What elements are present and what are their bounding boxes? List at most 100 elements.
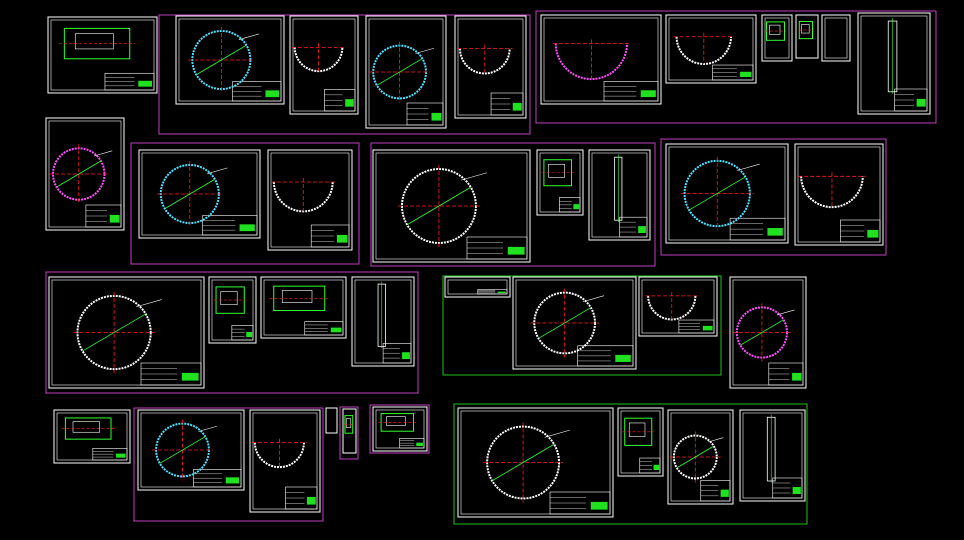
title-block-stamp bbox=[615, 354, 631, 362]
title-block-stamp bbox=[792, 372, 802, 381]
group-frame bbox=[535, 10, 937, 124]
drawing-sheet bbox=[795, 14, 819, 59]
part-detail bbox=[628, 422, 646, 437]
sheet-inner-border bbox=[56, 412, 128, 461]
drawing-sheet bbox=[48, 276, 205, 389]
sheet-inner-border bbox=[543, 17, 659, 102]
group-frame bbox=[453, 403, 808, 525]
group-frame bbox=[45, 271, 419, 394]
sheet-inner-border bbox=[764, 17, 790, 59]
drawing-sheet bbox=[289, 15, 359, 115]
drawing-sheet bbox=[365, 15, 447, 129]
group-frame bbox=[370, 142, 656, 267]
drawing-sheet bbox=[137, 409, 245, 491]
sheet-inner-border bbox=[668, 146, 786, 241]
leader-line bbox=[544, 429, 570, 438]
leader-line bbox=[207, 167, 228, 174]
drawing-sheet bbox=[249, 409, 321, 513]
group-frame bbox=[442, 275, 722, 376]
title-block-stamp bbox=[246, 332, 253, 338]
sheet-inner-border bbox=[824, 17, 848, 59]
sheet-inner-border bbox=[620, 410, 661, 474]
diameter-line bbox=[676, 445, 714, 469]
diameter-line bbox=[689, 176, 746, 211]
drawing-sheet bbox=[53, 409, 131, 464]
title-block-stamp bbox=[740, 71, 752, 78]
title-block-stamp bbox=[402, 352, 410, 360]
title-block-stamp bbox=[767, 228, 783, 236]
title-block-stamp bbox=[640, 90, 656, 98]
half-ring-arc bbox=[458, 48, 511, 75]
diameter-line bbox=[82, 313, 146, 352]
leader-line bbox=[582, 295, 605, 303]
sheet-inner-border bbox=[797, 146, 881, 243]
diameter-line bbox=[376, 58, 423, 86]
sheet-inner-border bbox=[141, 152, 258, 236]
title-block-stamp bbox=[431, 112, 442, 121]
group-frame bbox=[660, 138, 887, 256]
title-block-stamp bbox=[590, 501, 608, 510]
sheet-inner-border bbox=[515, 279, 634, 367]
drawing-sheet bbox=[325, 407, 338, 434]
sheet-inner-border bbox=[732, 279, 804, 386]
title-block-stamp bbox=[916, 98, 926, 107]
leader-line bbox=[415, 47, 435, 54]
part-outline bbox=[64, 417, 112, 440]
part-detail bbox=[386, 416, 406, 426]
drawing-sheet bbox=[372, 149, 531, 263]
drawing-sheet bbox=[536, 149, 584, 216]
drawing-sheet bbox=[351, 276, 415, 367]
title-block-stamp bbox=[416, 442, 424, 447]
drawing-sheet bbox=[47, 16, 158, 94]
leader-line bbox=[776, 309, 795, 316]
group-frame bbox=[133, 407, 324, 522]
drawing-sheet bbox=[444, 276, 511, 298]
drawing-sheet bbox=[617, 407, 664, 477]
sheet-inner-border bbox=[668, 17, 754, 81]
group-frame bbox=[339, 406, 359, 460]
drawing-sheet bbox=[267, 149, 353, 251]
part-detail bbox=[548, 164, 565, 178]
leader-line bbox=[238, 33, 260, 40]
drawing-sheet bbox=[761, 14, 793, 62]
group-frame bbox=[158, 14, 531, 135]
leader-line bbox=[135, 299, 162, 308]
drawing-sheet bbox=[638, 276, 718, 337]
title-block-stamp bbox=[109, 214, 120, 223]
sheet-inner-border bbox=[48, 120, 122, 228]
title-block-stamp bbox=[653, 464, 660, 471]
leader-line bbox=[94, 150, 113, 157]
drawing-sheet bbox=[208, 276, 257, 344]
sheet-inner-border bbox=[539, 152, 581, 213]
title-block-stamp bbox=[507, 246, 525, 255]
drawing-sheet bbox=[857, 12, 931, 115]
title-block-stamp bbox=[638, 226, 646, 234]
diameter-line bbox=[159, 436, 206, 464]
drawing-sheet bbox=[821, 14, 851, 62]
leader-line bbox=[461, 172, 488, 181]
sheet-inner-border bbox=[211, 279, 254, 341]
drawing-sheet bbox=[739, 409, 806, 502]
part-detail bbox=[769, 24, 781, 35]
diameter-line bbox=[492, 444, 554, 481]
title-block-stamp bbox=[330, 327, 342, 333]
diameter-line bbox=[56, 160, 101, 188]
sheet-inner-border bbox=[368, 18, 444, 126]
leader-line bbox=[708, 437, 724, 443]
sheet-inner-border bbox=[860, 15, 928, 112]
title-block-stamp bbox=[116, 453, 126, 458]
sheet-inner-border bbox=[457, 18, 524, 116]
drawing-sheet bbox=[729, 276, 807, 389]
part-detail bbox=[801, 24, 810, 34]
part-detail bbox=[74, 33, 114, 50]
title-block-stamp bbox=[336, 234, 348, 243]
sheet-inner-border bbox=[140, 412, 242, 488]
drawing-sheet bbox=[665, 143, 789, 244]
sheet-inner-border bbox=[460, 410, 611, 515]
drawing-sheet bbox=[454, 15, 527, 119]
title-block-stamp bbox=[867, 229, 879, 238]
drawing-sheet bbox=[588, 149, 651, 241]
sheet-inner-border bbox=[292, 18, 356, 112]
title-block-stamp bbox=[265, 90, 280, 98]
